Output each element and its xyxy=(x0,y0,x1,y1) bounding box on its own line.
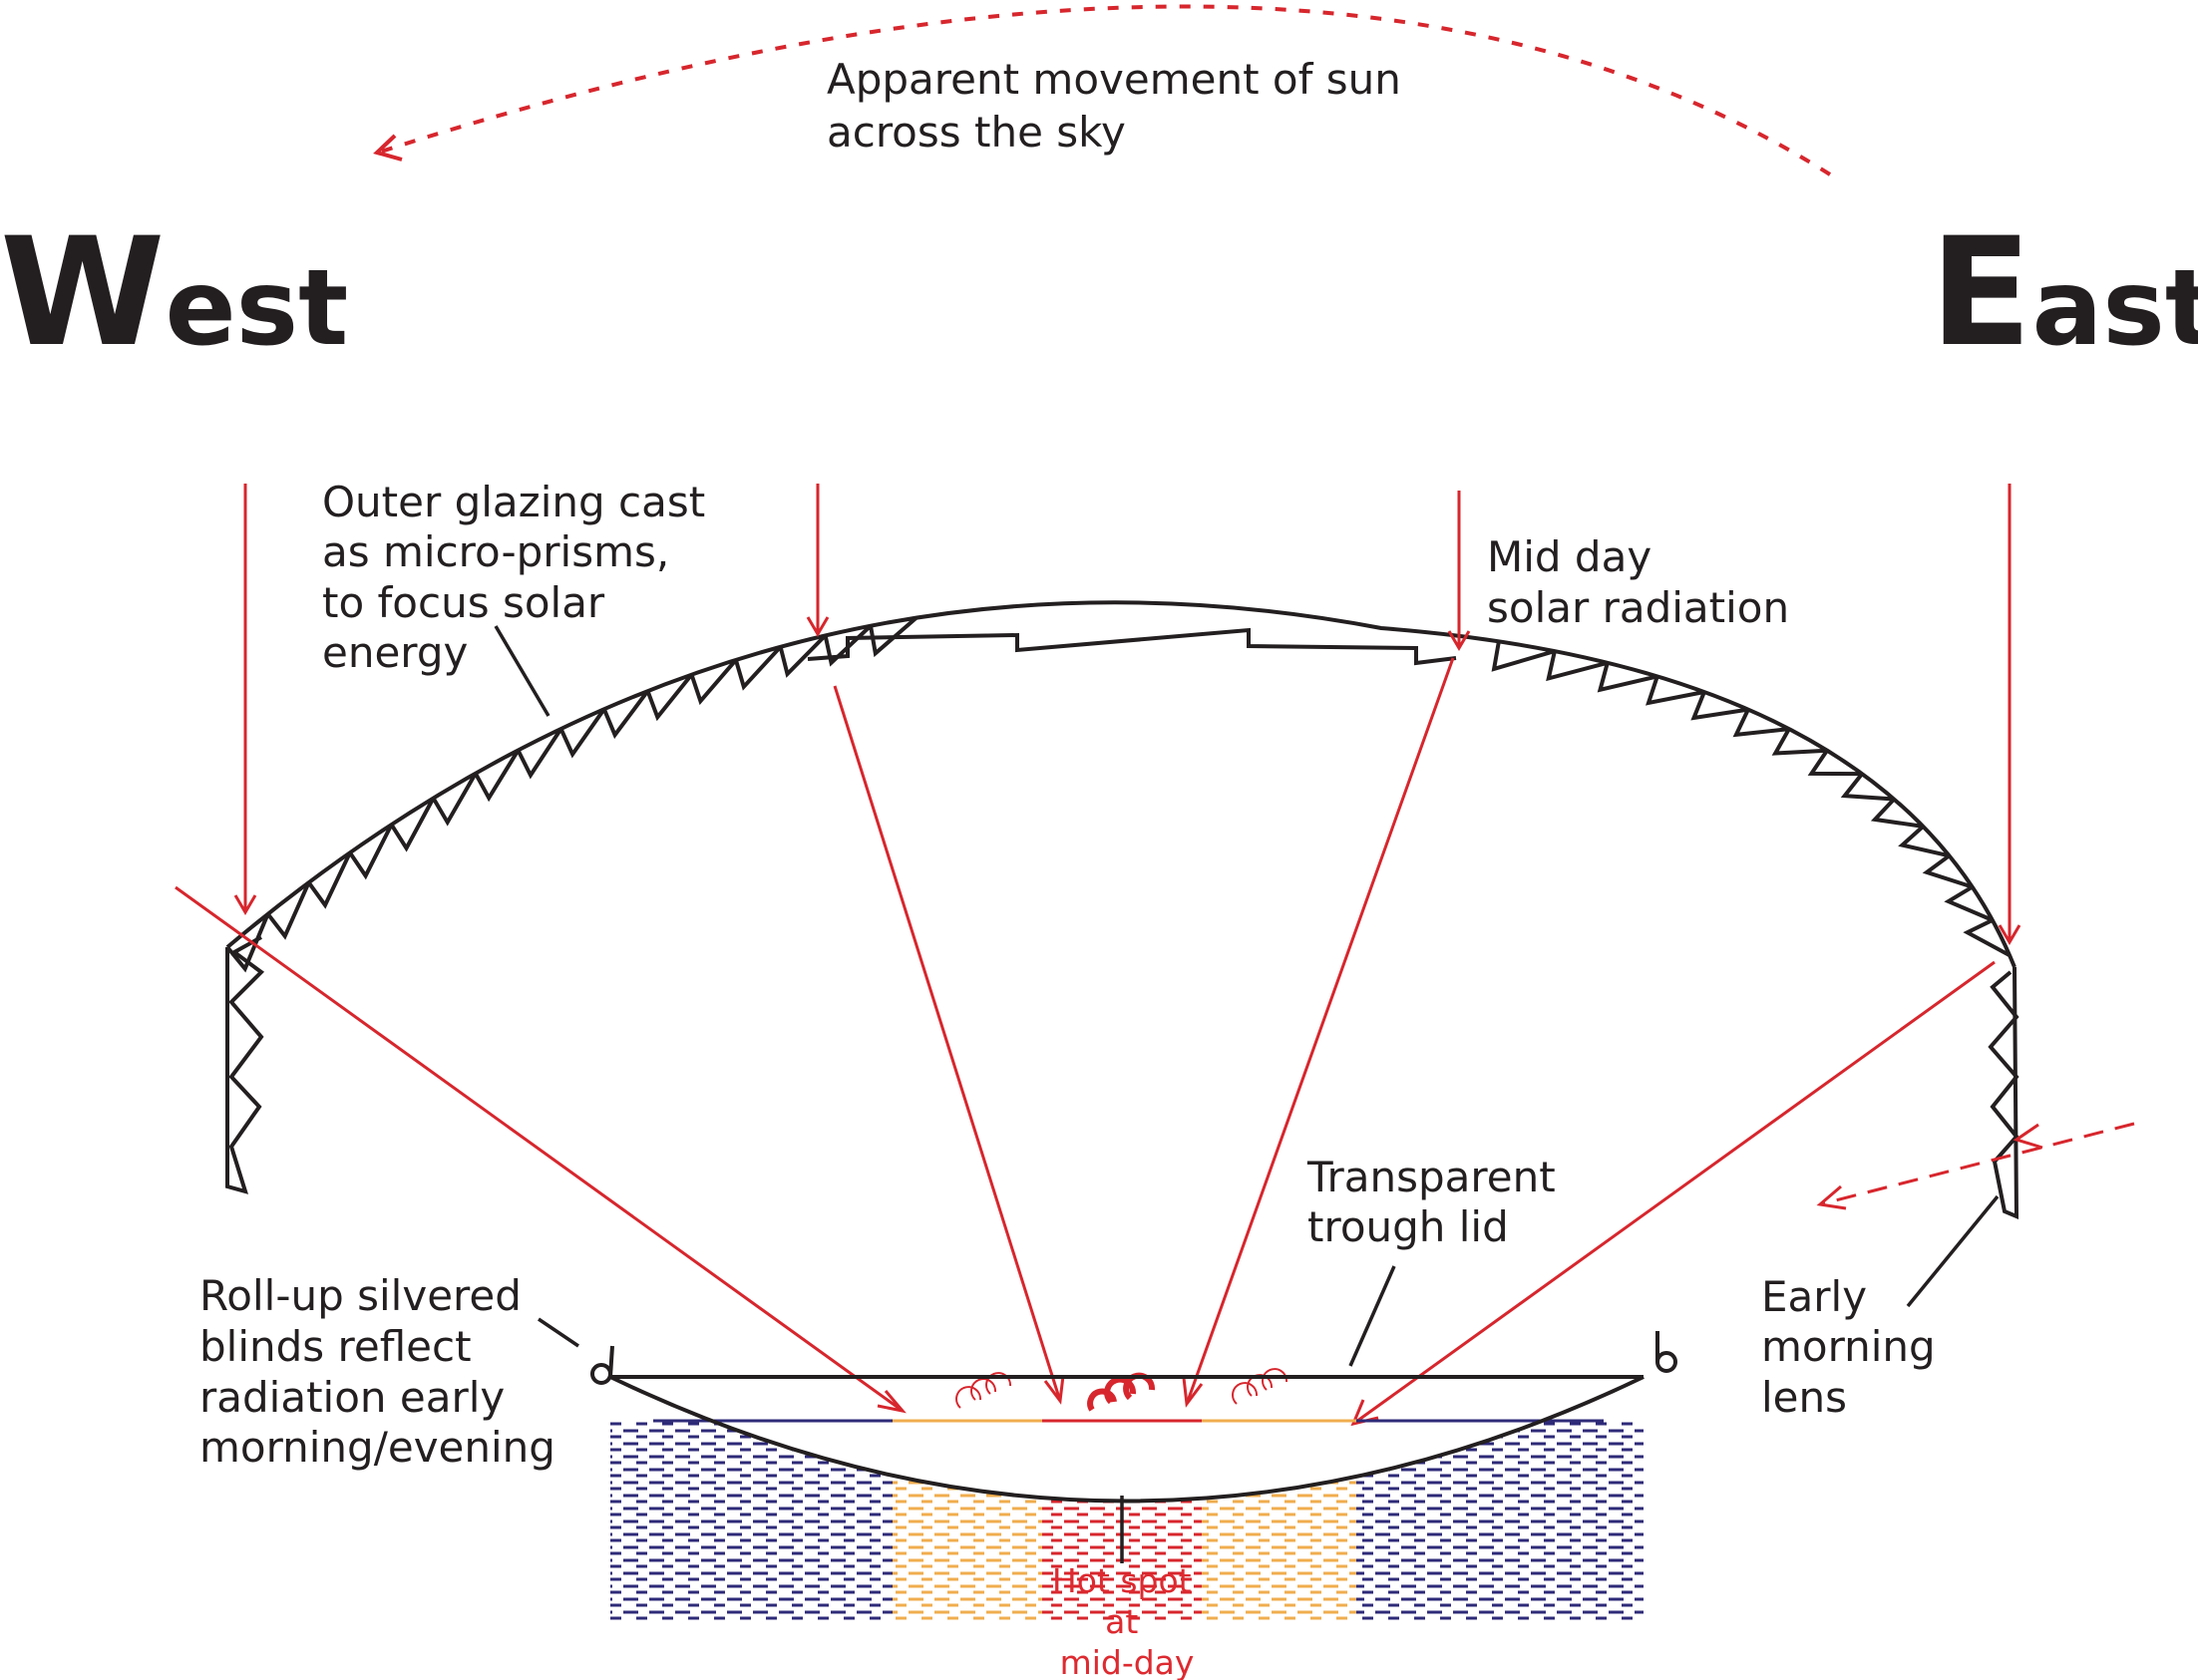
outer-glazing-dome xyxy=(225,600,2016,968)
trough-lid-label: Transparent trough lid xyxy=(1306,1153,1569,1251)
micro-prism-teeth xyxy=(1491,640,2011,957)
east-label: East xyxy=(1930,206,2198,380)
leader-outer-glazing xyxy=(494,625,550,717)
zone-warm-east xyxy=(1202,1421,1356,1620)
leader-early-morning xyxy=(1906,1194,2000,1308)
outer-glazing-label: Outer glazing cast as micro-prisms, to f… xyxy=(322,478,719,677)
blinds-line-3: radiation early xyxy=(199,1373,505,1422)
sun-movement-label: Apparent movement of sun across the sky xyxy=(827,55,1414,157)
swirl-centre xyxy=(1087,1372,1156,1412)
ray-in-centre-right-head xyxy=(1447,630,1471,651)
early-morning-ray-head xyxy=(1816,1184,1847,1210)
early-morning-lens-arrowhead xyxy=(2013,1123,2043,1150)
micro-prism-teeth xyxy=(225,616,918,973)
mid-day-line-1: Mid day xyxy=(1487,532,1651,581)
east-rest: ast xyxy=(2031,247,2198,369)
zone-warm-west xyxy=(893,1421,1042,1620)
leader-trough-lid xyxy=(1348,1265,1396,1367)
blinds-line-4: morning/evening xyxy=(199,1423,555,1472)
outer-glazing-line-2: as micro-prisms, xyxy=(322,527,669,576)
west-side-wall xyxy=(225,935,265,1194)
mid-day-line-2: solar radiation xyxy=(1487,583,1789,632)
swirl-left xyxy=(955,1372,1012,1409)
blinds-line-2: blinds reflect xyxy=(199,1322,472,1371)
hot-spot-line-3: mid-day xyxy=(1060,1643,1195,1680)
early-morning-line-2: morning xyxy=(1761,1322,1936,1371)
sun-movement-line-1: Apparent movement of sun xyxy=(827,55,1401,104)
early-morning-lens-wall xyxy=(1988,966,2019,1220)
sun-path-arc xyxy=(380,4,1832,176)
trough-basin xyxy=(609,1375,1645,1504)
early-morning-ray xyxy=(1819,1122,2135,1206)
ray-focus-right-head xyxy=(1182,1377,1204,1408)
outer-glazing-line-1: Outer glazing cast xyxy=(322,478,705,526)
zone-cool-east xyxy=(1356,1421,1644,1620)
early-morning-line-3: lens xyxy=(1761,1373,1847,1422)
ray-focus-left-head xyxy=(1043,1375,1065,1405)
zone-cool-west xyxy=(610,1421,893,1620)
early-morning-line-1: Early xyxy=(1761,1272,1867,1321)
blind-roller-west xyxy=(590,1363,612,1385)
outer-glazing-line-4: energy xyxy=(322,628,468,677)
sun-path-arrowhead xyxy=(373,134,403,162)
west-rest: est xyxy=(165,247,348,369)
ray-west-oblique xyxy=(175,885,904,1413)
trough-lid-line-1: Transparent xyxy=(1306,1153,1556,1201)
ray-focus-left xyxy=(833,685,1062,1402)
swirl-right xyxy=(1232,1368,1288,1405)
blinds-line-1: Roll-up silvered xyxy=(199,1271,522,1320)
focused-radiation xyxy=(175,657,1996,1427)
ray-west-oblique-head xyxy=(877,1390,907,1414)
hot-spot-label: Hot spot at mid-day xyxy=(1052,1561,1202,1680)
hot-spot-line-2: at xyxy=(1105,1602,1138,1641)
west-initial: W xyxy=(0,206,165,380)
west-label: West xyxy=(0,206,348,380)
hot-spot-line-1: Hot spot xyxy=(1052,1561,1192,1600)
ray-focus-right xyxy=(1185,657,1455,1405)
blind-roller-east xyxy=(1655,1351,1677,1373)
blinds-label: Roll-up silvered blinds reflect radiatio… xyxy=(199,1271,555,1472)
leader-blinds xyxy=(538,1317,579,1348)
dome-crown-steps xyxy=(807,627,1457,666)
mid-day-label: Mid day solar radiation xyxy=(1487,532,1789,632)
ray-east-oblique xyxy=(1352,960,1996,1426)
sun-movement-line-2: across the sky xyxy=(827,108,1126,157)
trough-lid-line-2: trough lid xyxy=(1307,1202,1509,1251)
outer-glazing-line-3: to focus solar xyxy=(322,578,605,627)
incoming-radiation xyxy=(233,484,2021,945)
ray-in-centre-left-head xyxy=(806,616,830,637)
blind-roller-west-bar xyxy=(608,1345,614,1378)
early-morning-label: Early morning lens xyxy=(1761,1272,1949,1422)
micro-prisms xyxy=(225,616,2011,973)
east-initial: E xyxy=(1930,206,2031,380)
ray-in-west-head xyxy=(233,894,257,915)
ray-in-east-head xyxy=(1998,924,2021,945)
